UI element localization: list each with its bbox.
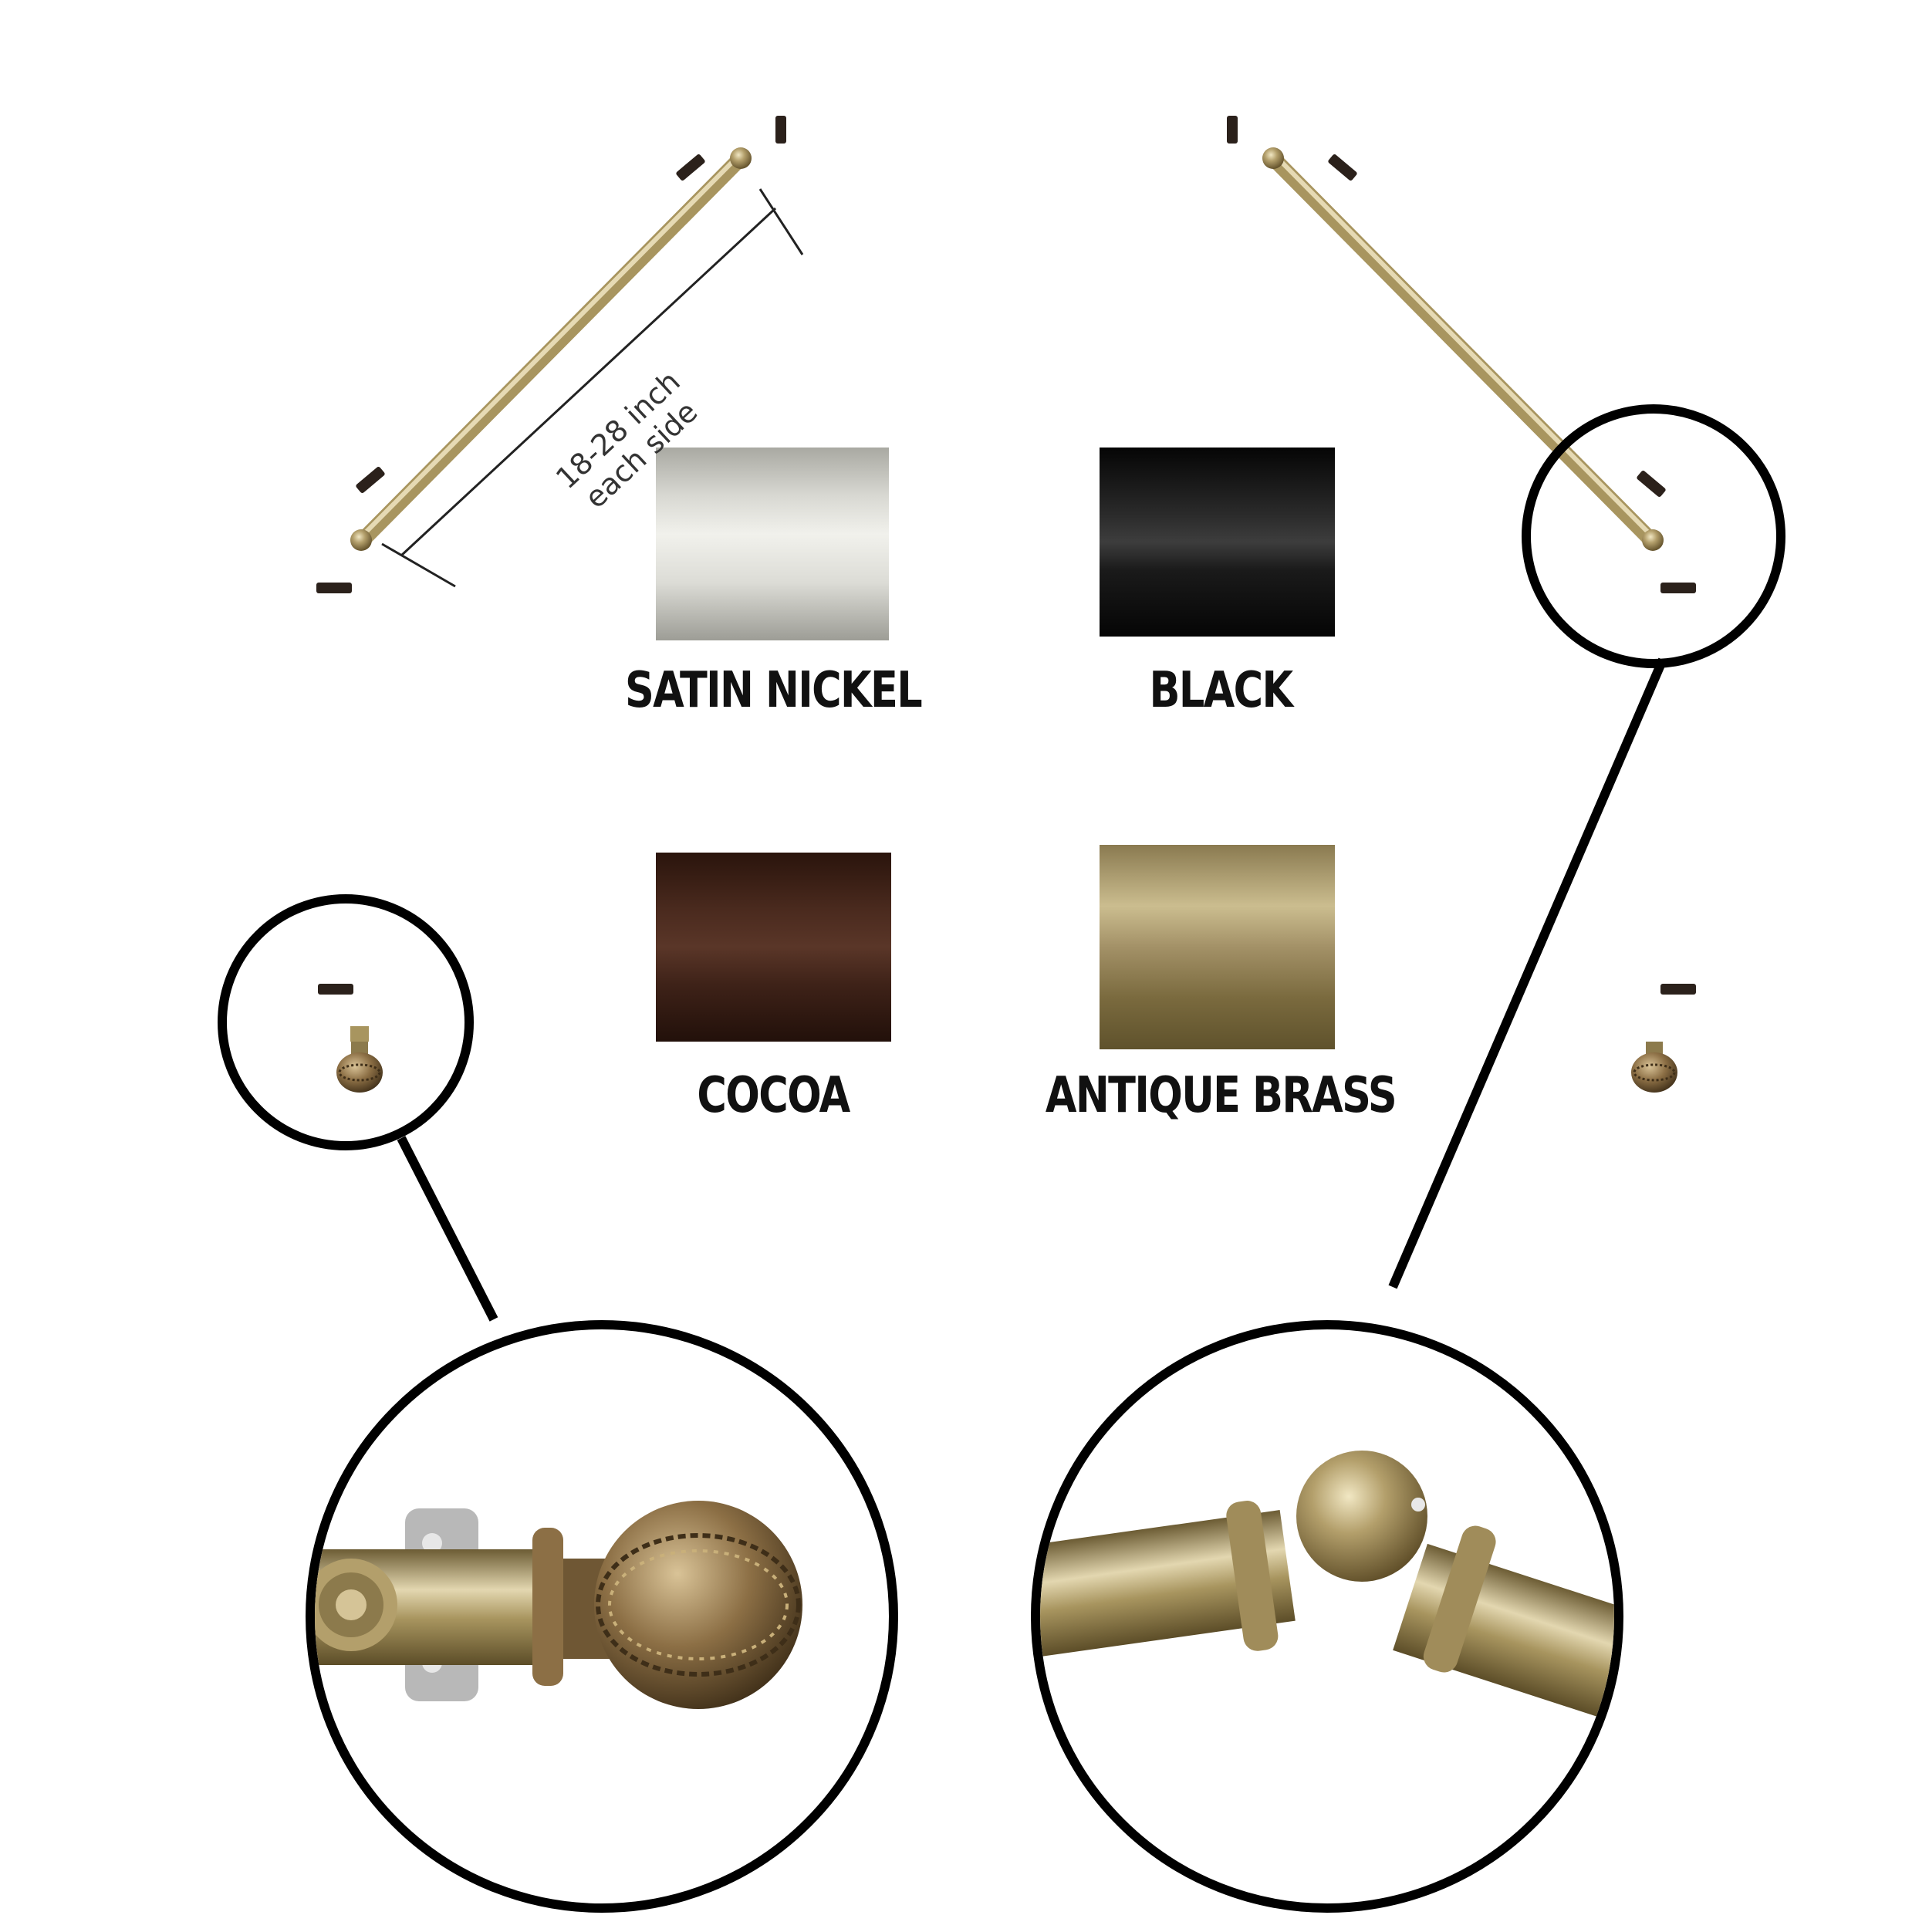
elbow-joint-icon (730, 147, 752, 169)
elbow-joint-icon (1262, 147, 1284, 169)
swatch-antique-brass (1100, 845, 1335, 1049)
swatch-black (1100, 448, 1335, 637)
color-swatches (656, 448, 1335, 1049)
elbow-detail-view (1040, 1451, 1614, 1734)
callout-outlines (218, 404, 1785, 1913)
bracket-icons (316, 116, 1696, 995)
swatch-satin-nickel (656, 448, 889, 640)
swatch-label-black: BLACK (1149, 662, 1293, 719)
swatch-label-cocoa: COCOA (697, 1067, 850, 1124)
finial-detail-view (315, 1501, 802, 1709)
bay-window-curtain-rod (316, 116, 1696, 1093)
finial-icon (1631, 1042, 1677, 1093)
swatch-label-antique-brass: ANTIQUE BRASS (1045, 1067, 1397, 1124)
measurement-dimension-line (381, 188, 804, 588)
elbow-joint-icon (350, 529, 372, 551)
swatch-label-satin-nickel: SATIN NICKEL (624, 662, 923, 719)
swatch-cocoa (656, 853, 891, 1042)
elbow-joint-icon (1642, 529, 1664, 551)
finial-icon (336, 1042, 383, 1093)
